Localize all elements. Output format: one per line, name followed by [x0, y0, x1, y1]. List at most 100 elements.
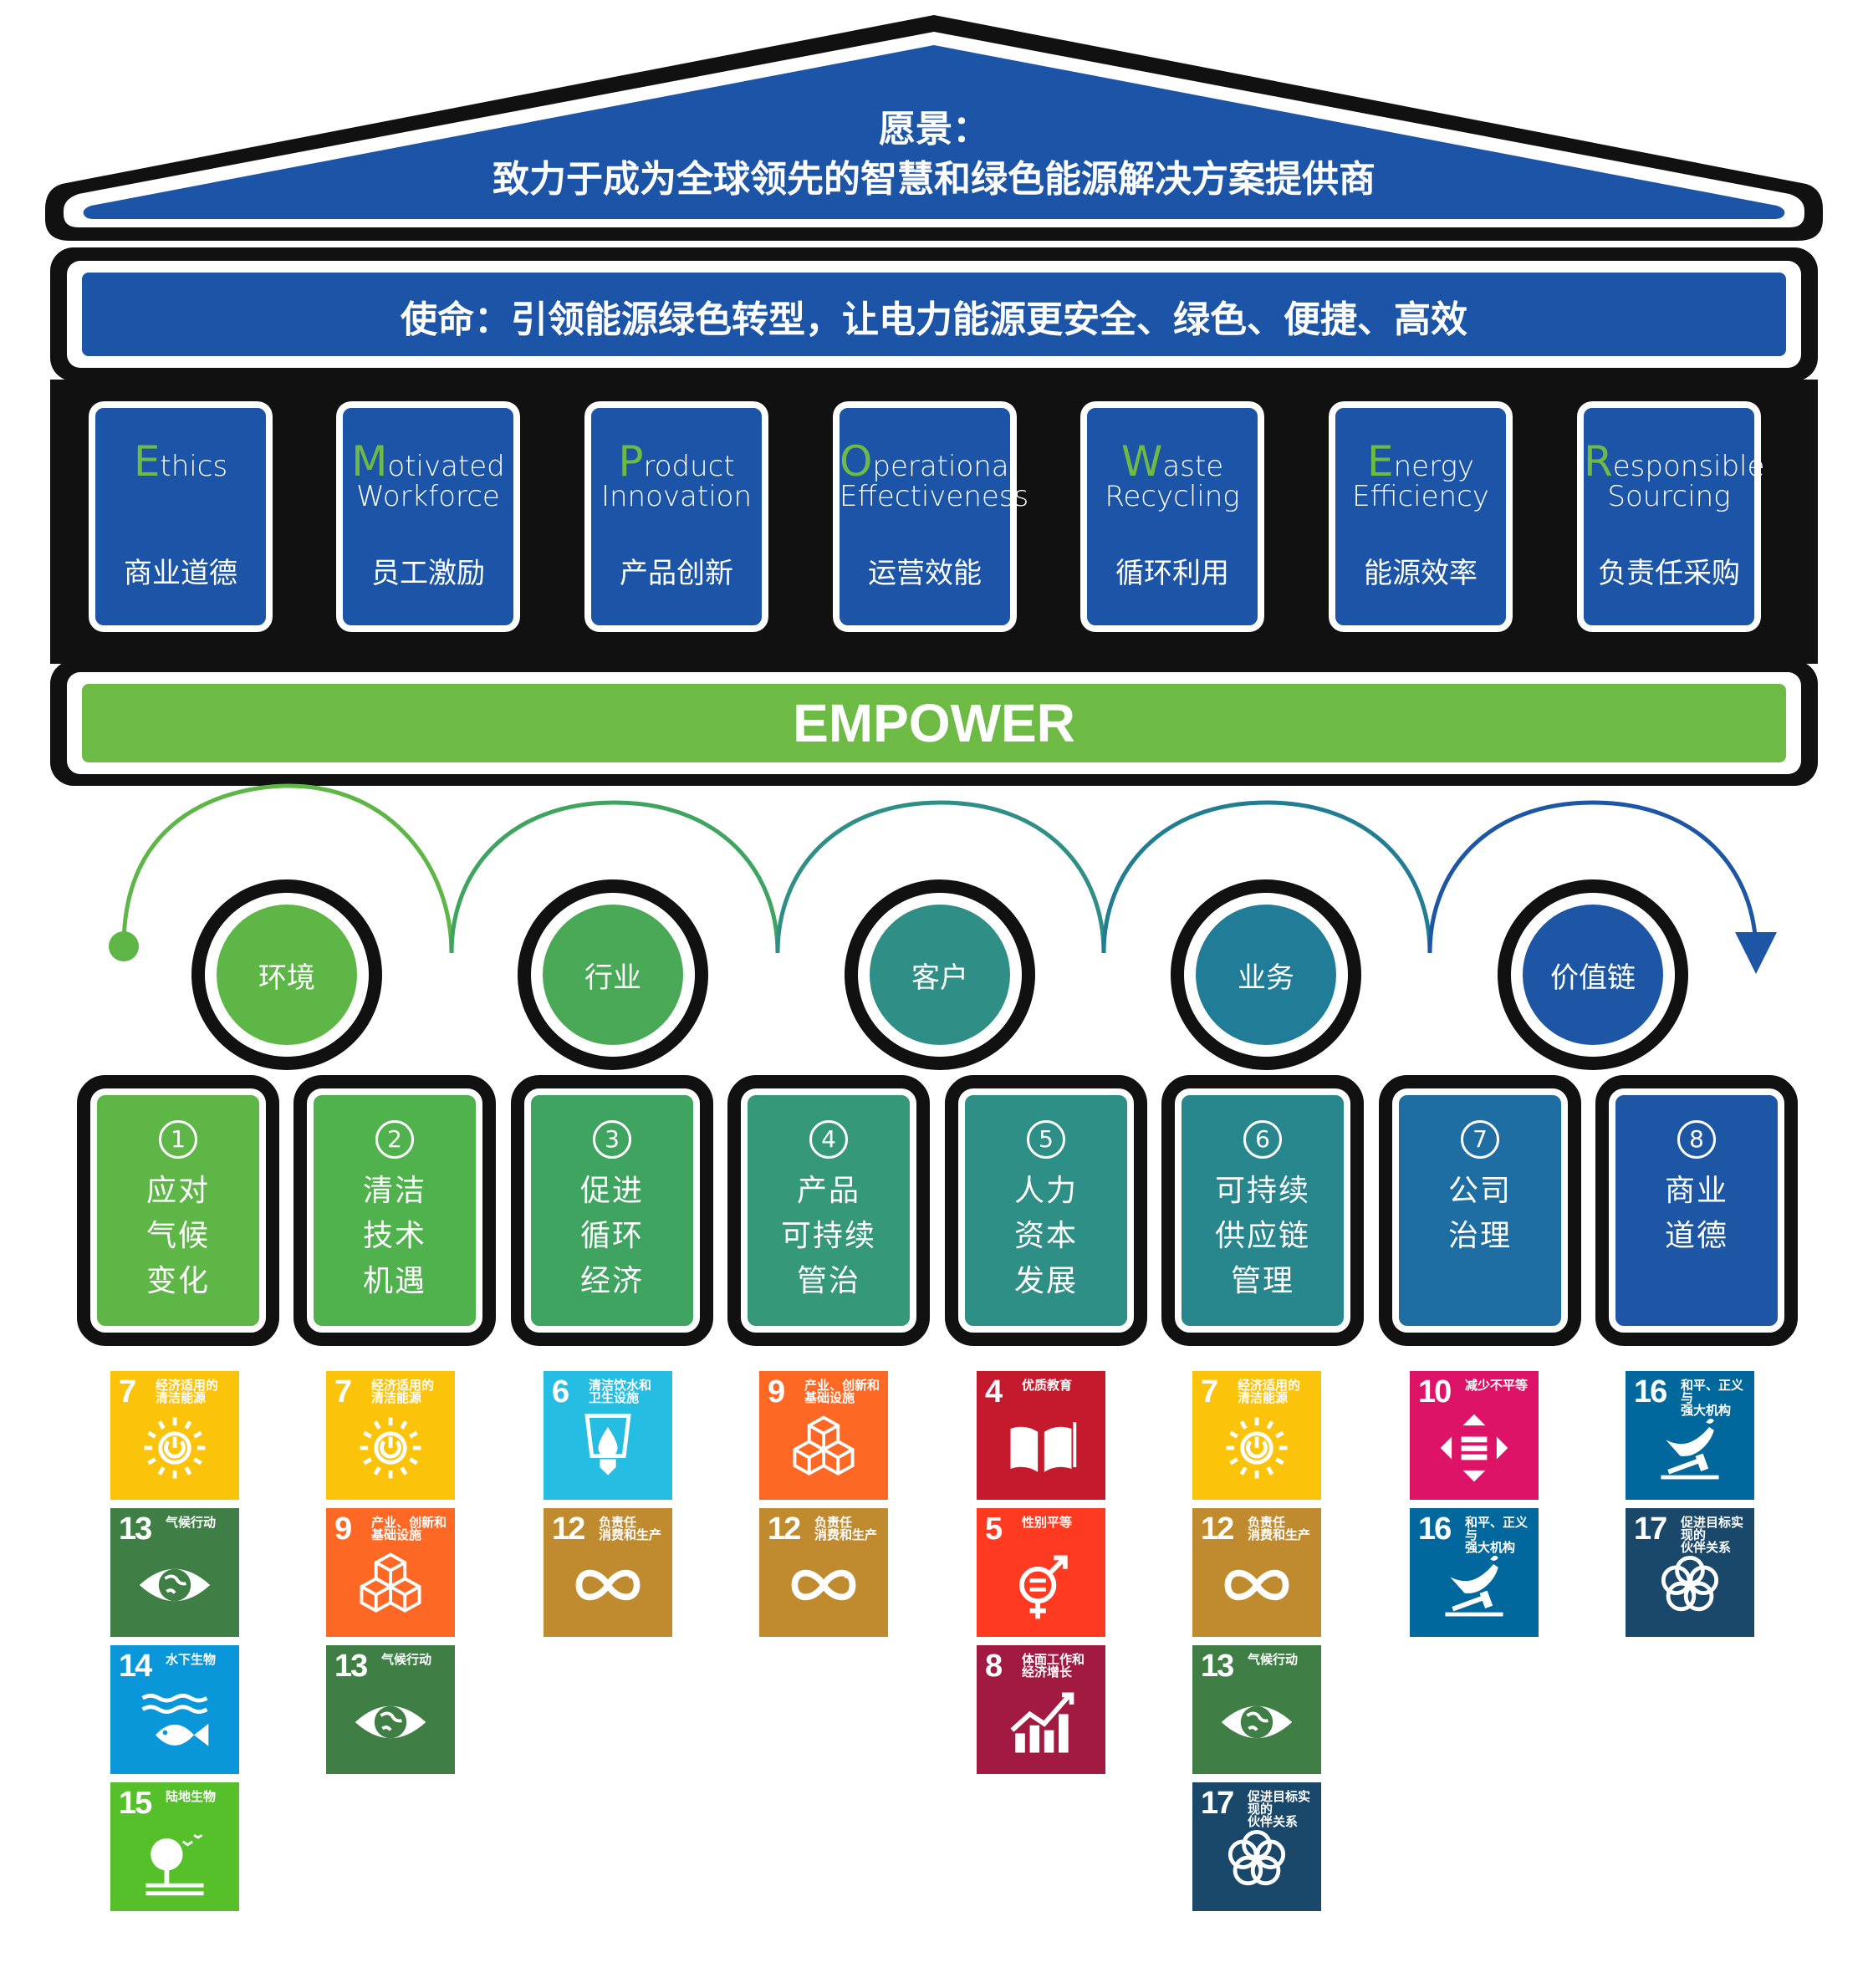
pillar-initial: P: [618, 437, 644, 486]
topic-line: 公司: [1447, 1174, 1512, 1208]
sdg-title: 负责任消费和生产: [814, 1516, 883, 1542]
sdg-title: 气候行动: [166, 1516, 234, 1529]
sdg-title-line: 卫生设施: [589, 1390, 640, 1405]
topic-line: 管理: [1230, 1264, 1294, 1298]
sdg-number: 10: [1418, 1374, 1452, 1409]
sdg-number: 9: [334, 1511, 352, 1547]
topic-line: 技术: [362, 1219, 426, 1253]
sdg-title: 负责任消费和生产: [599, 1516, 667, 1542]
sdg-title: 性别平等: [1022, 1516, 1100, 1529]
pillar-word: perational: [872, 450, 1018, 483]
category-label: 行业: [543, 905, 683, 1045]
gender-icon: [977, 1545, 1105, 1625]
sdg-tile: 12 负责任消费和生产: [1192, 1508, 1321, 1637]
sdg-title-line: 陆地生物: [166, 1789, 217, 1804]
sdg-title: 清洁饮水和卫生设施: [589, 1379, 667, 1404]
flower-icon: [1192, 1819, 1321, 1899]
sdg-title-line: 体面工作和: [1022, 1652, 1085, 1667]
sdg-title: 气候行动: [1248, 1654, 1316, 1666]
pillar-word: nergy: [1393, 450, 1474, 483]
sdg-title: 和平、正义与强大机构: [1681, 1379, 1749, 1417]
sdg-title-line: 清洁能源: [1238, 1390, 1289, 1405]
pillar-word: otivated: [387, 450, 505, 483]
category-label: 价值链: [1523, 905, 1663, 1045]
sdg-tile: 10 减少不平等: [1410, 1371, 1539, 1500]
sdg-title-line: 清洁饮水和: [589, 1378, 652, 1393]
sdg-number: 17: [1201, 1786, 1234, 1821]
sdg-title: 陆地生物: [166, 1791, 234, 1803]
mission-band: [50, 247, 1818, 381]
topic-number: 1: [159, 1120, 197, 1159]
category-circle-3: 客户: [858, 893, 1022, 1057]
sdg-title-line: 负责任: [599, 1515, 637, 1530]
pillar-english: Ethics: [95, 441, 266, 483]
sun-power-icon: [1192, 1408, 1321, 1488]
pillar-word: thics: [160, 450, 228, 483]
sdg-title: 产业、创新和基础设施: [804, 1379, 883, 1404]
sdg-title: 和平、正义与强大机构: [1465, 1516, 1534, 1554]
sdg-title-line: 水下生物: [166, 1652, 217, 1667]
sdg-title-line: 经济适用的: [371, 1378, 435, 1393]
sdg-title-line: 减少不平等: [1465, 1378, 1529, 1393]
topic-line: 管治: [796, 1264, 860, 1298]
sdg-title-line: 经济增长: [1022, 1664, 1073, 1680]
category-label: 客户: [870, 905, 1010, 1045]
flower-icon: [1626, 1545, 1754, 1625]
cubes-icon: [759, 1408, 888, 1488]
sdg-title-line: 气候行动: [381, 1652, 432, 1667]
pillar-initial: E: [133, 437, 161, 486]
roof: [45, 15, 1823, 241]
sdg-number: 13: [1201, 1649, 1234, 1684]
sdg-tile: 7 经济适用的清洁能源: [1192, 1371, 1321, 1500]
sdg-title-line: 经济适用的: [1238, 1378, 1301, 1393]
pillar-initial: M: [351, 437, 388, 486]
earth-eye-icon: [110, 1545, 239, 1625]
sdg-number: 13: [334, 1649, 368, 1684]
pillar-1: Ethics 商业道德: [77, 390, 284, 644]
sdg-title: 负责任消费和生产: [1248, 1516, 1316, 1542]
sdg-tile: 4 优质教育: [977, 1371, 1105, 1500]
sdg-number: 13: [119, 1511, 152, 1547]
sdg-title-line: 经济适用的: [156, 1378, 219, 1393]
pillar-word-line2: Sourcing: [1607, 480, 1731, 513]
sdg-title-line: 优质教育: [1022, 1378, 1073, 1393]
sdg-tile: 6 清洁饮水和卫生设施: [544, 1371, 672, 1500]
pillar-word-line2: Workforce: [356, 480, 500, 513]
topic-line: 供应链: [1214, 1219, 1310, 1253]
sdg-number: 12: [1201, 1511, 1234, 1547]
sdg-title-line: 伙伴关系: [1248, 1814, 1299, 1829]
topic-line: 人力: [1013, 1174, 1078, 1208]
sdg-number: 7: [1201, 1374, 1218, 1409]
sdg-number: 6: [552, 1374, 569, 1409]
pillar-word: roduct: [643, 450, 735, 483]
pillar-chinese: 商业道德: [124, 557, 237, 590]
sdg-tile: 13 气候行动: [1192, 1645, 1321, 1774]
earth-eye-icon: [1192, 1682, 1321, 1762]
pillar-initial: O: [840, 437, 873, 486]
sdg-title-line: 气候行动: [166, 1515, 217, 1530]
cubes-icon: [326, 1545, 455, 1625]
category-circle-5: 价值链: [1511, 893, 1675, 1057]
tree-icon: [110, 1819, 239, 1899]
sdg-number: 4: [985, 1374, 1003, 1409]
sdg-title-line: 基础设施: [371, 1527, 422, 1542]
sdg-title-line: 气候行动: [1248, 1652, 1299, 1667]
equality-arrows-icon: [1410, 1408, 1539, 1488]
